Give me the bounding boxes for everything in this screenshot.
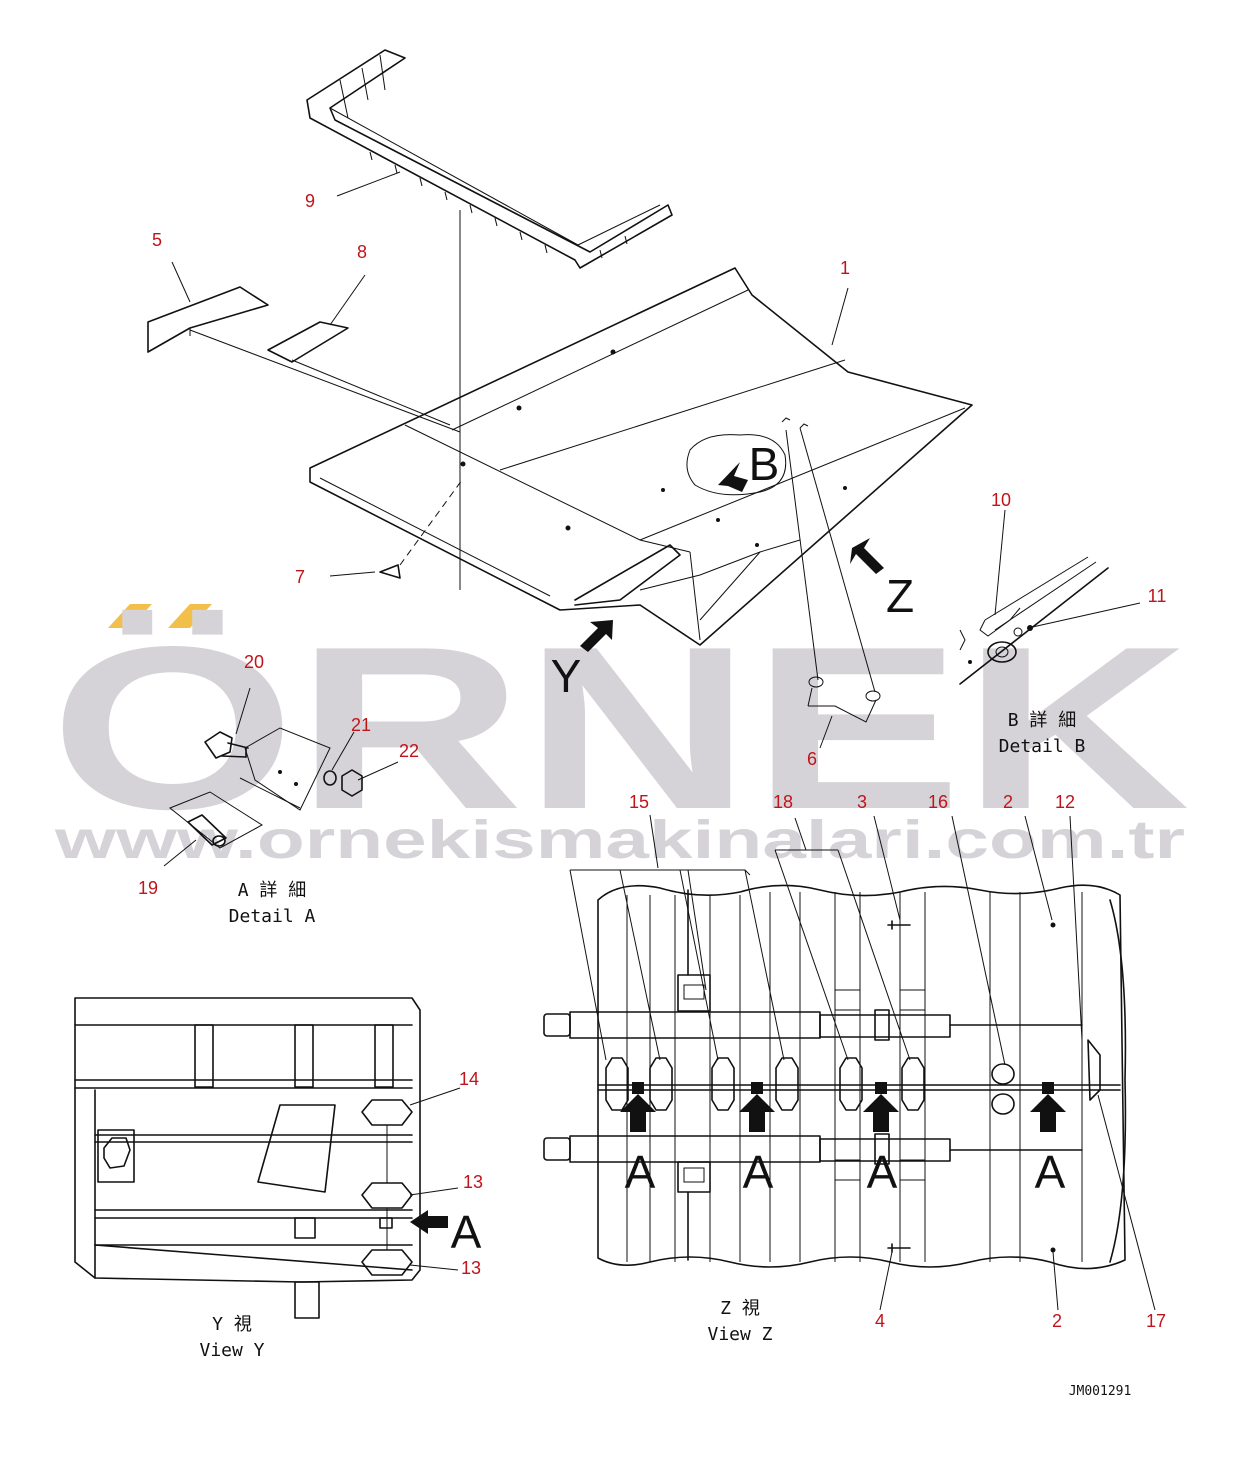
- caption-view-y-jp: Y 視: [212, 1314, 252, 1335]
- callout-10: 10: [991, 490, 1011, 510]
- callout-1: 1: [840, 258, 850, 278]
- letter-a-3: A: [867, 1146, 898, 1198]
- callout-17: 17: [1146, 1311, 1166, 1331]
- watermark: ÖRNEK www.ornekismakinalari.com.tr: [50, 599, 1190, 870]
- letter-z: Z: [886, 570, 914, 622]
- view-letters: B Z Y A A A A A: [451, 438, 1066, 1258]
- callout-3: 3: [857, 792, 867, 812]
- watermark-accent-right: [168, 604, 212, 628]
- callout-2-top: 2: [1003, 792, 1013, 812]
- view-z: [543, 814, 1156, 1311]
- callout-5: 5: [152, 230, 162, 250]
- part-8-pad: [267, 321, 349, 363]
- caption-view-z-jp: Z 視: [720, 1298, 760, 1319]
- callout-19: 19: [138, 878, 158, 898]
- letter-a-4: A: [1035, 1146, 1066, 1198]
- upper-rail: [543, 1009, 1083, 1041]
- callout-7: 7: [295, 567, 305, 587]
- callout-4: 4: [875, 1311, 885, 1331]
- part-5-plate: [147, 286, 269, 353]
- view-z-a-arrows: [620, 1094, 1066, 1132]
- view-y-a-arrow: [410, 1210, 448, 1234]
- detail-a: [163, 687, 399, 867]
- callout-2-bottom: 2: [1052, 1311, 1062, 1331]
- callout-6: 6: [807, 749, 817, 769]
- letter-a-view-y: A: [451, 1206, 482, 1258]
- watermark-url: www.ornekismakinalari.com.tr: [54, 810, 1185, 870]
- callout-15: 15: [629, 792, 649, 812]
- leaders-main: [171, 171, 849, 749]
- view-z-arrow: [850, 538, 884, 574]
- callout-21: 21: [351, 715, 371, 735]
- letter-b: B: [749, 438, 780, 490]
- part-7-pin: [379, 564, 401, 579]
- part-9-frame: [306, 49, 673, 269]
- letter-a-2: A: [743, 1146, 774, 1198]
- captions: B 詳 細 Detail B A 詳 細 Detail A Y 視 View Y…: [199, 710, 1131, 1399]
- caption-detail-a-en: Detail A: [229, 906, 316, 927]
- view-y: [74, 997, 461, 1319]
- callout-16: 16: [928, 792, 948, 812]
- detail-b: [959, 509, 1141, 685]
- bushing-19: [187, 814, 227, 847]
- callout-12: 12: [1055, 792, 1075, 812]
- callout-22: 22: [399, 741, 419, 761]
- watermark-accent-left: [108, 604, 152, 628]
- caption-view-z-en: View Z: [707, 1324, 772, 1345]
- callout-20: 20: [244, 652, 264, 672]
- callout-8: 8: [357, 242, 367, 262]
- callout-18: 18: [773, 792, 793, 812]
- caption-view-y-en: View Y: [199, 1340, 264, 1361]
- letter-a-1: A: [625, 1146, 656, 1198]
- callout-13-bottom: 13: [461, 1258, 481, 1278]
- bolt-20: [204, 731, 249, 759]
- caption-detail-b-en: Detail B: [999, 736, 1086, 757]
- caption-detail-b-jp: B 詳 細: [1008, 710, 1077, 731]
- caption-detail-a-jp: A 詳 細: [238, 880, 307, 901]
- callout-14: 14: [459, 1069, 479, 1089]
- view-y-arrow: [580, 620, 613, 652]
- callout-11: 11: [1148, 586, 1167, 606]
- callout-numbers: 1 9 5 8 7 6 10 11 20 21 22 19 15 18 3 16…: [138, 191, 1166, 1331]
- drawing-reference: JM001291: [1069, 1384, 1132, 1399]
- letter-y: Y: [551, 650, 582, 702]
- callout-13-top: 13: [463, 1172, 483, 1192]
- part-1-hull: [309, 267, 973, 646]
- main-assembly: [147, 49, 973, 723]
- callout-9: 9: [305, 191, 315, 211]
- part-6: [781, 417, 881, 723]
